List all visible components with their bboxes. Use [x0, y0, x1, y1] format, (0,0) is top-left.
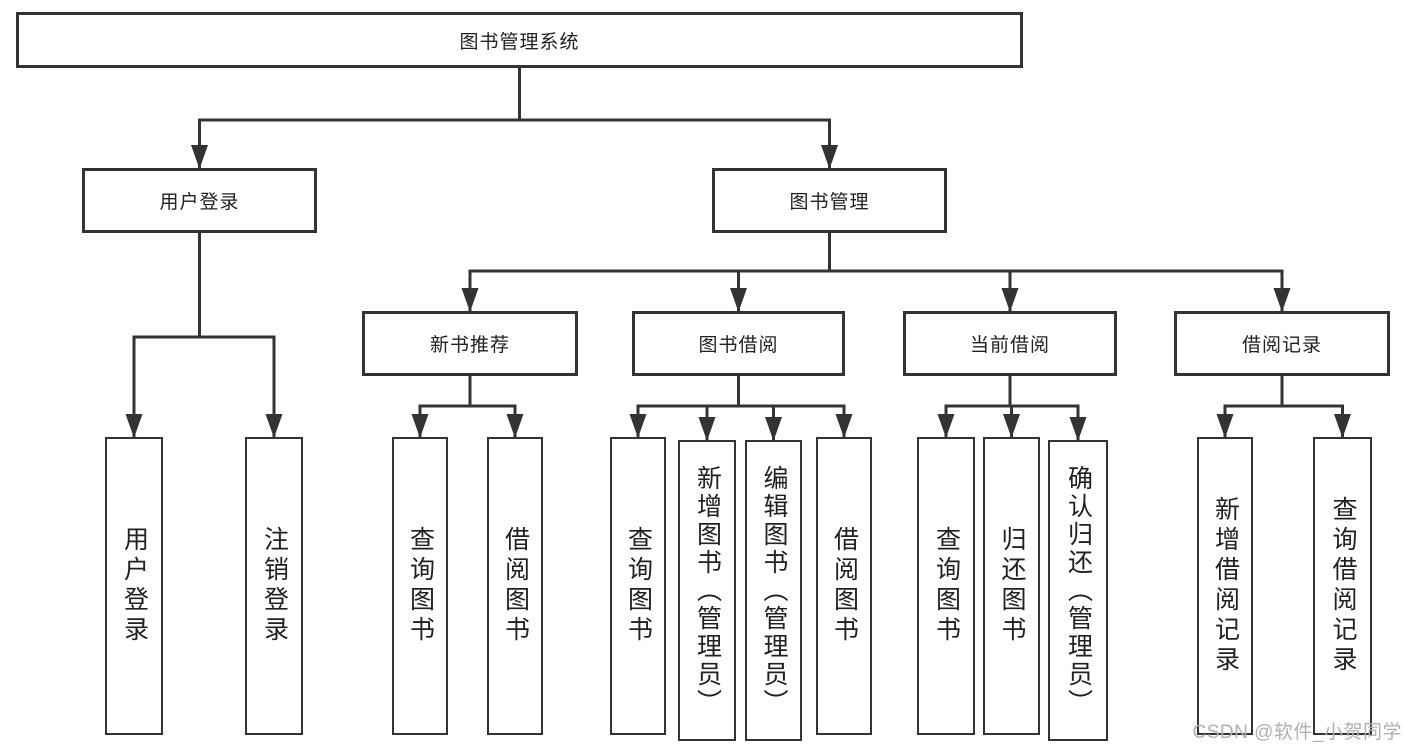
- node-leaf-borrow-books: 借阅图书: [816, 437, 872, 735]
- node-label-leaf-borrow-books-recommend: 借阅图书: [501, 526, 530, 646]
- node-label-book-borrowing: 图书借阅: [698, 335, 779, 356]
- csdn-watermark: CSDN @软件_小贺同学: [1192, 722, 1402, 743]
- node-leaf-user-login: 用户登录: [105, 437, 163, 735]
- arrowhead-into-book-borrowing: [730, 288, 747, 312]
- node-label-leaf-query-books-recommend: 查询图书: [406, 526, 435, 646]
- node-label-leaf-add-borrow-record: 新增借阅记录: [1211, 496, 1240, 676]
- node-leaf-return-books: 归还图书: [983, 437, 1040, 735]
- node-label-leaf-query-books-current: 查询图书: [932, 526, 961, 646]
- arrowhead-into-leaf-query-borrow-record: [1334, 414, 1351, 438]
- node-label-leaf-query-books-borrow: 查询图书: [624, 526, 653, 646]
- arrowhead-into-book-management: [821, 145, 838, 169]
- node-leaf-add-borrow-record: 新增借阅记录: [1197, 437, 1253, 735]
- node-leaf-query-books-borrow: 查询图书: [610, 437, 666, 735]
- node-label-leaf-borrow-books: 借阅图书: [830, 526, 859, 646]
- node-label-leaf-user-login: 用户登录: [120, 526, 149, 646]
- arrowhead-into-leaf-logout: [265, 414, 283, 438]
- node-leaf-query-books-current: 查询图书: [917, 437, 975, 735]
- node-leaf-logout: 注销登录: [245, 437, 303, 735]
- arrowhead-into-leaf-borrow-books-recommend: [506, 414, 524, 438]
- node-label-new-book-recommend: 新书推荐: [429, 335, 510, 356]
- node-label-leaf-query-borrow-record: 查询借阅记录: [1329, 496, 1357, 676]
- arrowhead-into-borrowing-records: [1273, 288, 1291, 312]
- arrowhead-into-leaf-borrow-books: [835, 414, 853, 438]
- node-borrowing-records: 借阅记录: [1174, 311, 1390, 376]
- node-label-borrowing-records: 借阅记录: [1241, 335, 1322, 356]
- node-label-leaf-return-books: 归还图书: [998, 526, 1026, 646]
- arrowhead-into-current-borrowing: [1001, 288, 1019, 312]
- arrowhead-into-leaf-add-book-admin: [698, 417, 716, 441]
- node-leaf-query-borrow-record: 查询借阅记录: [1313, 437, 1372, 735]
- arrowhead-into-leaf-edit-book-admin: [765, 417, 782, 441]
- arrowhead-into-leaf-add-borrow-record: [1216, 414, 1234, 438]
- node-leaf-query-books-recommend: 查询图书: [392, 437, 448, 735]
- node-leaf-borrow-books-recommend: 借阅图书: [487, 437, 543, 735]
- node-user-login: 用户登录: [82, 168, 317, 233]
- node-current-borrowing: 当前借阅: [903, 311, 1117, 376]
- node-label-current-borrowing: 当前借阅: [969, 335, 1050, 356]
- node-root: 图书管理系统: [16, 12, 1023, 68]
- node-leaf-confirm-return-admin: 确认归还（管理员）: [1048, 440, 1108, 741]
- node-label-book-management: 图书管理: [789, 192, 870, 213]
- node-label-leaf-edit-book-admin: 编辑图书（管理员）: [760, 464, 788, 717]
- node-label-leaf-logout: 注销登录: [260, 526, 289, 646]
- node-label-leaf-add-book-admin: 新增图书（管理员）: [693, 464, 722, 717]
- node-book-management: 图书管理: [712, 168, 947, 233]
- arrowhead-into-new-book-recommend: [461, 288, 479, 312]
- arrowhead-into-leaf-return-books: [1003, 414, 1020, 438]
- node-book-borrowing: 图书借阅: [632, 311, 845, 376]
- node-leaf-add-book-admin: 新增图书（管理员）: [678, 440, 736, 741]
- node-new-book-recommend: 新书推荐: [362, 311, 578, 376]
- arrowhead-into-leaf-user-login: [125, 414, 143, 438]
- node-label-leaf-confirm-return-admin: 确认归还（管理员）: [1064, 464, 1093, 717]
- arrowhead-into-user-login: [191, 145, 208, 169]
- arrowhead-into-leaf-query-books-current: [937, 414, 955, 438]
- node-label-root: 图书管理系统: [459, 31, 580, 53]
- arrowhead-into-leaf-query-books-recommend: [411, 414, 429, 438]
- node-leaf-edit-book-admin: 编辑图书（管理员）: [745, 440, 802, 741]
- node-label-user-login: 用户登录: [159, 192, 240, 213]
- arrowhead-into-leaf-confirm-return-admin: [1069, 417, 1087, 441]
- arrowhead-into-leaf-query-books-borrow: [629, 414, 647, 438]
